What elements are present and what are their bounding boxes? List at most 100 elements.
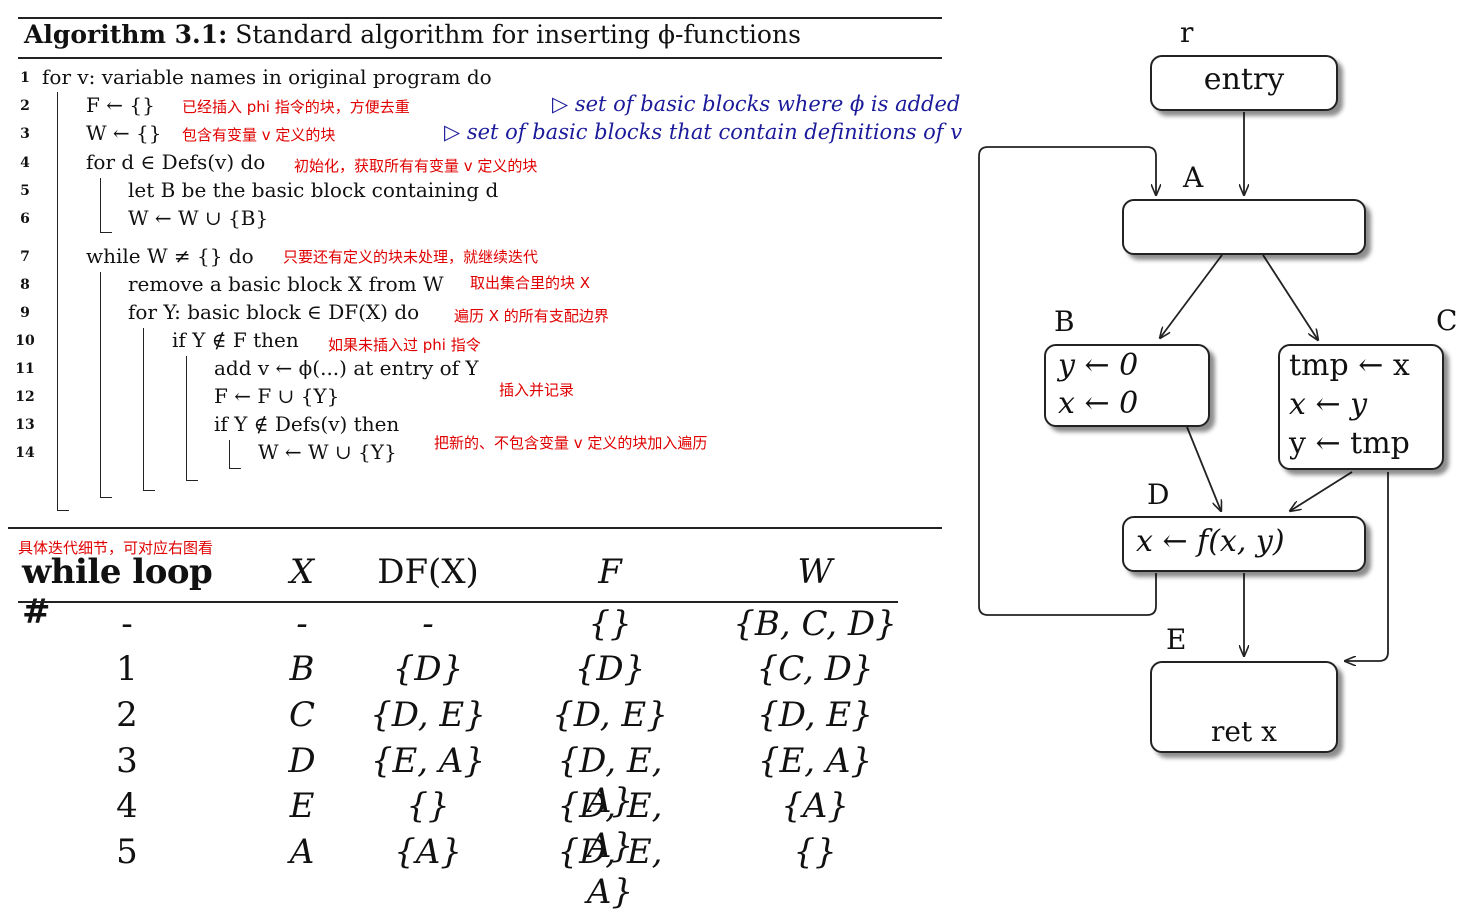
edge-a-b — [1160, 254, 1223, 338]
algorithm-title-number: Algorithm 3.1: — [24, 20, 228, 49]
cfg-node-e: ret x — [1150, 661, 1338, 753]
table-header-f: F — [598, 552, 622, 592]
line-number: 8 — [20, 277, 30, 293]
edge-c-d — [1290, 471, 1353, 511]
cfg-node-b-line-1: y ← 0 — [1058, 348, 1139, 383]
table-cell: {D, E} — [552, 695, 668, 735]
table-cell: C — [288, 695, 315, 735]
edge-c-e — [1345, 472, 1389, 661]
code-line-3: W ← {} — [86, 121, 162, 145]
cfg-node-d-text: x ← f(x, y) — [1136, 524, 1285, 559]
code-line-12: F ← F ∪ {Y} — [214, 384, 340, 408]
table-header-df: DF(X) — [377, 552, 479, 592]
table-cell: {E, A} — [370, 741, 486, 781]
table-cell: 5 — [116, 832, 138, 872]
code-line-14: W ← W ∪ {Y} — [258, 440, 397, 464]
cfg-label-b: B — [1054, 305, 1075, 338]
code-line-5: let B be the basic block containing d — [128, 178, 499, 202]
cfg-node-a — [1122, 199, 1366, 255]
algorithm-bottom-rule — [8, 527, 942, 529]
block-bar-if-defs — [229, 440, 231, 468]
note-line-4: 初始化，获取所有有变量 v 定义的块 — [294, 157, 538, 175]
line-number: 12 — [15, 389, 35, 405]
line-number: 2 — [20, 98, 30, 114]
table-note: 具体迭代细节，可对应右图看 — [18, 539, 214, 557]
table-cell: {} — [406, 786, 450, 826]
algorithm-title: Algorithm 3.1: Standard algorithm for in… — [24, 20, 801, 49]
cfg-edges — [978, 112, 1389, 882]
code-line-4: for d ∈ Defs(v) do — [86, 150, 266, 174]
table-cell: 4 — [116, 786, 138, 826]
block-bar-if-f — [186, 356, 188, 480]
line-number: 1 — [20, 70, 30, 86]
cfg-node-c-line-1: tmp ← x — [1289, 348, 1410, 383]
line-number: 14 — [15, 445, 35, 461]
block-bar-outer — [57, 92, 59, 510]
code-line-13: if Y ∉ Defs(v) then — [214, 412, 400, 436]
note-line-10: 如果未插入过 phi 指令 — [328, 336, 481, 354]
table-cell: {B, C, D} — [733, 604, 897, 644]
table-cell: - — [296, 604, 308, 644]
note-line-2: 已经插入 phi 指令的块，方便去重 — [182, 98, 410, 116]
code-line-9: for Y: basic block ∈ DF(X) do — [128, 300, 420, 324]
table-cell: {E, A} — [757, 741, 873, 781]
table-header-x: X — [289, 552, 315, 592]
table-cell: {C, D} — [756, 649, 874, 689]
table-cell: - — [121, 604, 133, 644]
note-line-13-14: 把新的、不包含变量 v 定义的块加入遍历 — [434, 434, 708, 452]
table-cell: {D, E} — [757, 695, 873, 735]
table-cell: 1 — [116, 649, 138, 689]
line-number: 10 — [15, 333, 35, 349]
table-cell: 3 — [116, 741, 138, 781]
block-bar-if-defs-foot — [229, 468, 241, 470]
table-cell: {D} — [392, 649, 464, 689]
line-number: 5 — [20, 183, 30, 199]
note-line-8: 取出集合里的块 X — [470, 274, 591, 292]
note-line-11-12: 插入并记录 — [499, 381, 575, 399]
cfg-label-c: C — [1436, 304, 1458, 337]
block-bar-for-defs-foot — [100, 232, 112, 234]
table-cell: {A} — [781, 786, 849, 826]
line-number: 4 — [20, 155, 30, 171]
code-line-2: F ← {} — [86, 93, 155, 117]
edge-d-a-back — [978, 146, 1156, 616]
cfg-label-a: A — [1183, 161, 1204, 194]
code-line-1: for v: variable names in original progra… — [42, 65, 492, 89]
code-line-8: remove a basic block X from W — [128, 272, 444, 296]
line-number: 6 — [20, 211, 30, 227]
table-cell: {D, E, A} — [557, 741, 663, 821]
table-cell: {} — [588, 604, 632, 644]
note-line-3: 包含有变量 v 定义的块 — [182, 126, 336, 144]
algorithm-title-rule — [18, 57, 942, 59]
code-line-7: while W ≠ {} do — [86, 244, 254, 268]
cfg-node-b: y ← 0 x ← 0 — [1044, 344, 1210, 427]
table-cell: {A} — [394, 832, 462, 872]
block-bar-outer-foot — [57, 510, 69, 512]
cfg-node-c: tmp ← x x ← y y ← tmp — [1278, 344, 1444, 470]
cfg-node-c-line-2: x ← y — [1289, 387, 1368, 422]
comment-line-2: ▷ set of basic blocks where ϕ is added — [552, 92, 961, 116]
table-cell: E — [289, 786, 315, 826]
cfg-node-c-line-3: y ← tmp — [1289, 426, 1410, 461]
cfg-node-b-line-2: x ← 0 — [1058, 386, 1139, 421]
cfg-node-entry-text: entry — [1203, 62, 1285, 97]
block-bar-for-defs — [100, 178, 102, 232]
table-header-w: W — [797, 552, 833, 592]
edge-b-d — [1186, 426, 1221, 511]
note-line-9: 遍历 X 的所有支配边界 — [454, 307, 609, 325]
code-line-10: if Y ∉ F then — [172, 328, 299, 352]
cfg-label-r: r — [1180, 16, 1194, 49]
block-bar-if-f-foot — [186, 480, 198, 482]
line-number: 3 — [20, 126, 30, 142]
table-header-rule — [18, 601, 898, 603]
table-header-loop: while loop # — [22, 552, 213, 632]
table-cell: {D, E} — [370, 695, 486, 735]
table-cell: {D} — [574, 649, 646, 689]
code-line-6: W ← W ∪ {B} — [128, 206, 269, 230]
note-line-7: 只要还有定义的块未处理，就继续迭代 — [283, 248, 539, 266]
table-cell: A — [289, 832, 315, 872]
line-number: 9 — [20, 305, 30, 321]
block-bar-for-df — [143, 328, 145, 490]
block-bar-while-foot — [100, 497, 112, 499]
table-cell: {} — [793, 832, 837, 872]
